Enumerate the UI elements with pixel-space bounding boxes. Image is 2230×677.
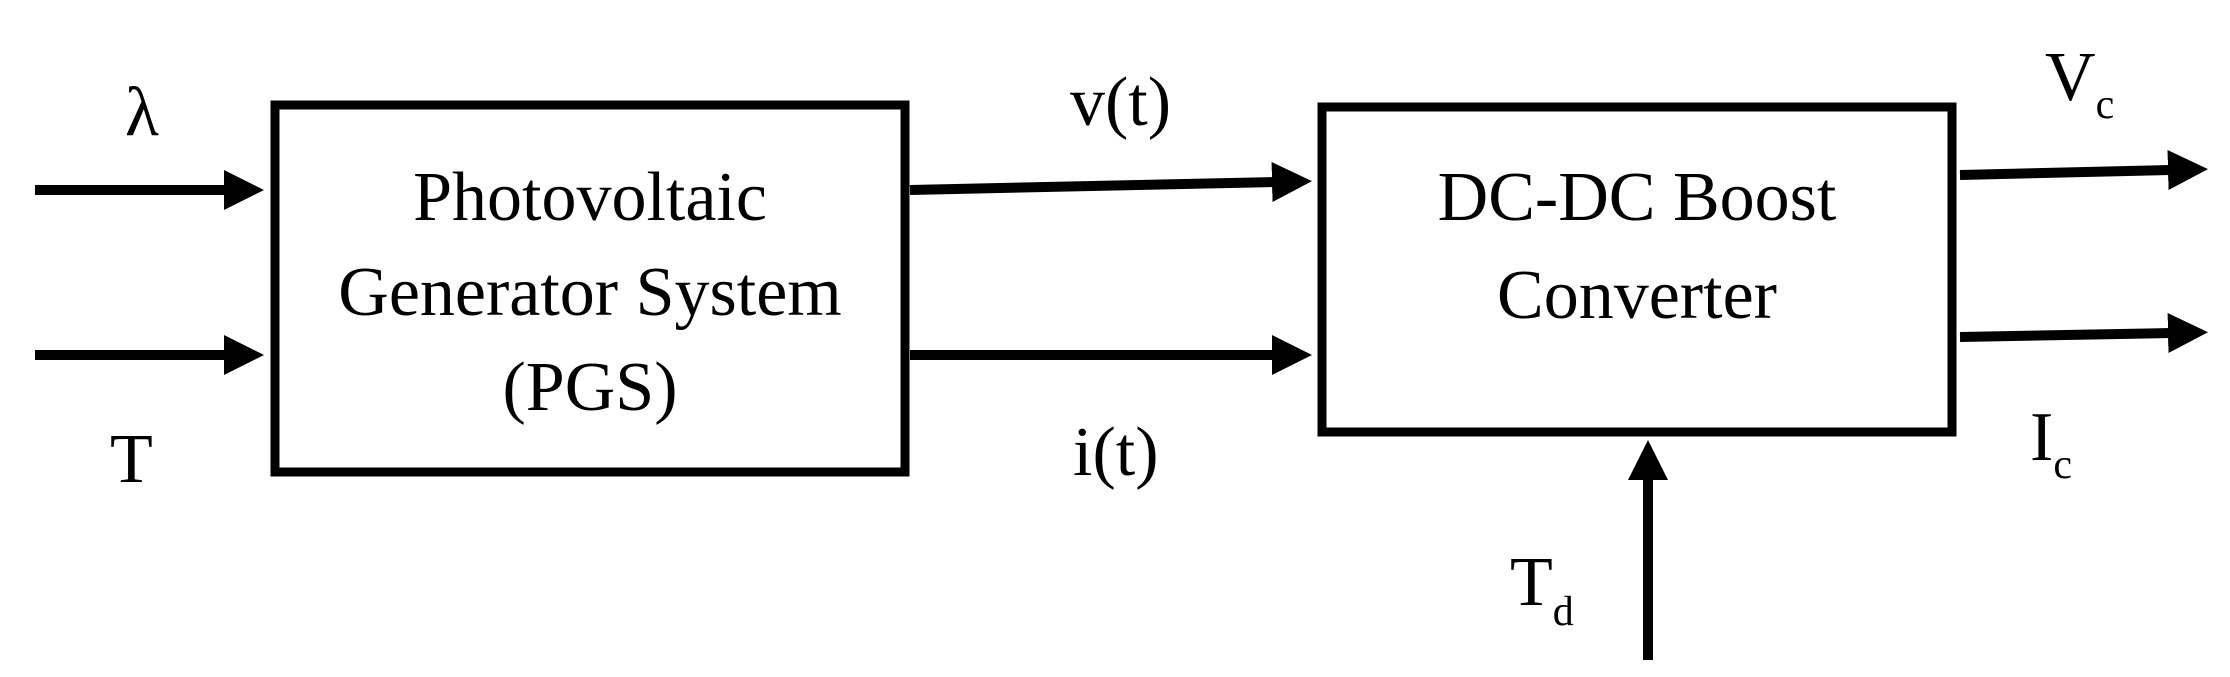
ic-subscript: c — [2053, 442, 2072, 488]
vc-output-label: Vc — [2045, 39, 2114, 128]
boost-converter-block — [1317, 102, 1957, 437]
voltage-signal-arrow — [909, 162, 1312, 203]
pgs-label-line2: Generator System — [338, 254, 841, 331]
temperature-label: T — [110, 421, 153, 498]
ic-output-arrow — [1959, 313, 2208, 354]
pgs-label-line3: (PGS) — [502, 349, 677, 426]
td-control-label: Td — [1510, 544, 1574, 635]
vc-subscript: c — [2096, 82, 2115, 128]
vc-base: V — [2045, 39, 2096, 116]
boost-label-line1: DC-DC Boost — [1438, 159, 1837, 236]
td-base: T — [1510, 544, 1553, 621]
lambda-label: λ — [125, 74, 159, 151]
ic-output-label: Ic — [2030, 399, 2072, 488]
boost-label-line2: Converter — [1497, 257, 1777, 334]
vc-output-arrow — [1959, 150, 2208, 191]
pgs-label-line1: Photovoltaic — [413, 159, 767, 236]
ic-base: I — [2030, 399, 2053, 476]
td-subscript: d — [1553, 589, 1574, 635]
voltage-signal-label: v(t) — [1070, 64, 1171, 141]
current-signal-label: i(t) — [1073, 414, 1159, 491]
pgs-block — [270, 100, 910, 477]
